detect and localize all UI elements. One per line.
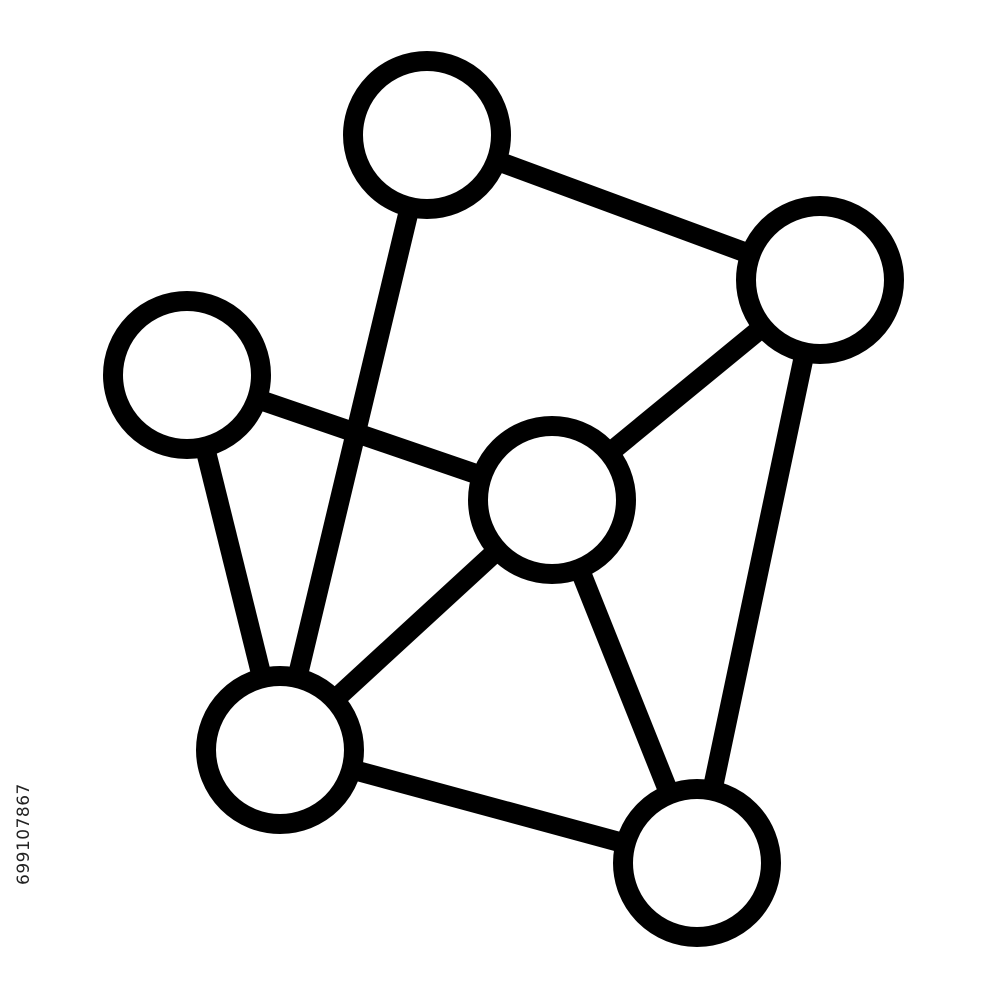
node-bottom-right (613, 779, 781, 947)
node-bottom-left (196, 666, 364, 834)
node-center (468, 416, 636, 584)
node-right (736, 196, 904, 364)
stock-id-label: 699107867 (14, 783, 34, 885)
node-top (343, 51, 511, 219)
node-left (103, 291, 271, 459)
graph-nodes (103, 51, 904, 947)
edge-right-bottom-right (687, 277, 830, 866)
